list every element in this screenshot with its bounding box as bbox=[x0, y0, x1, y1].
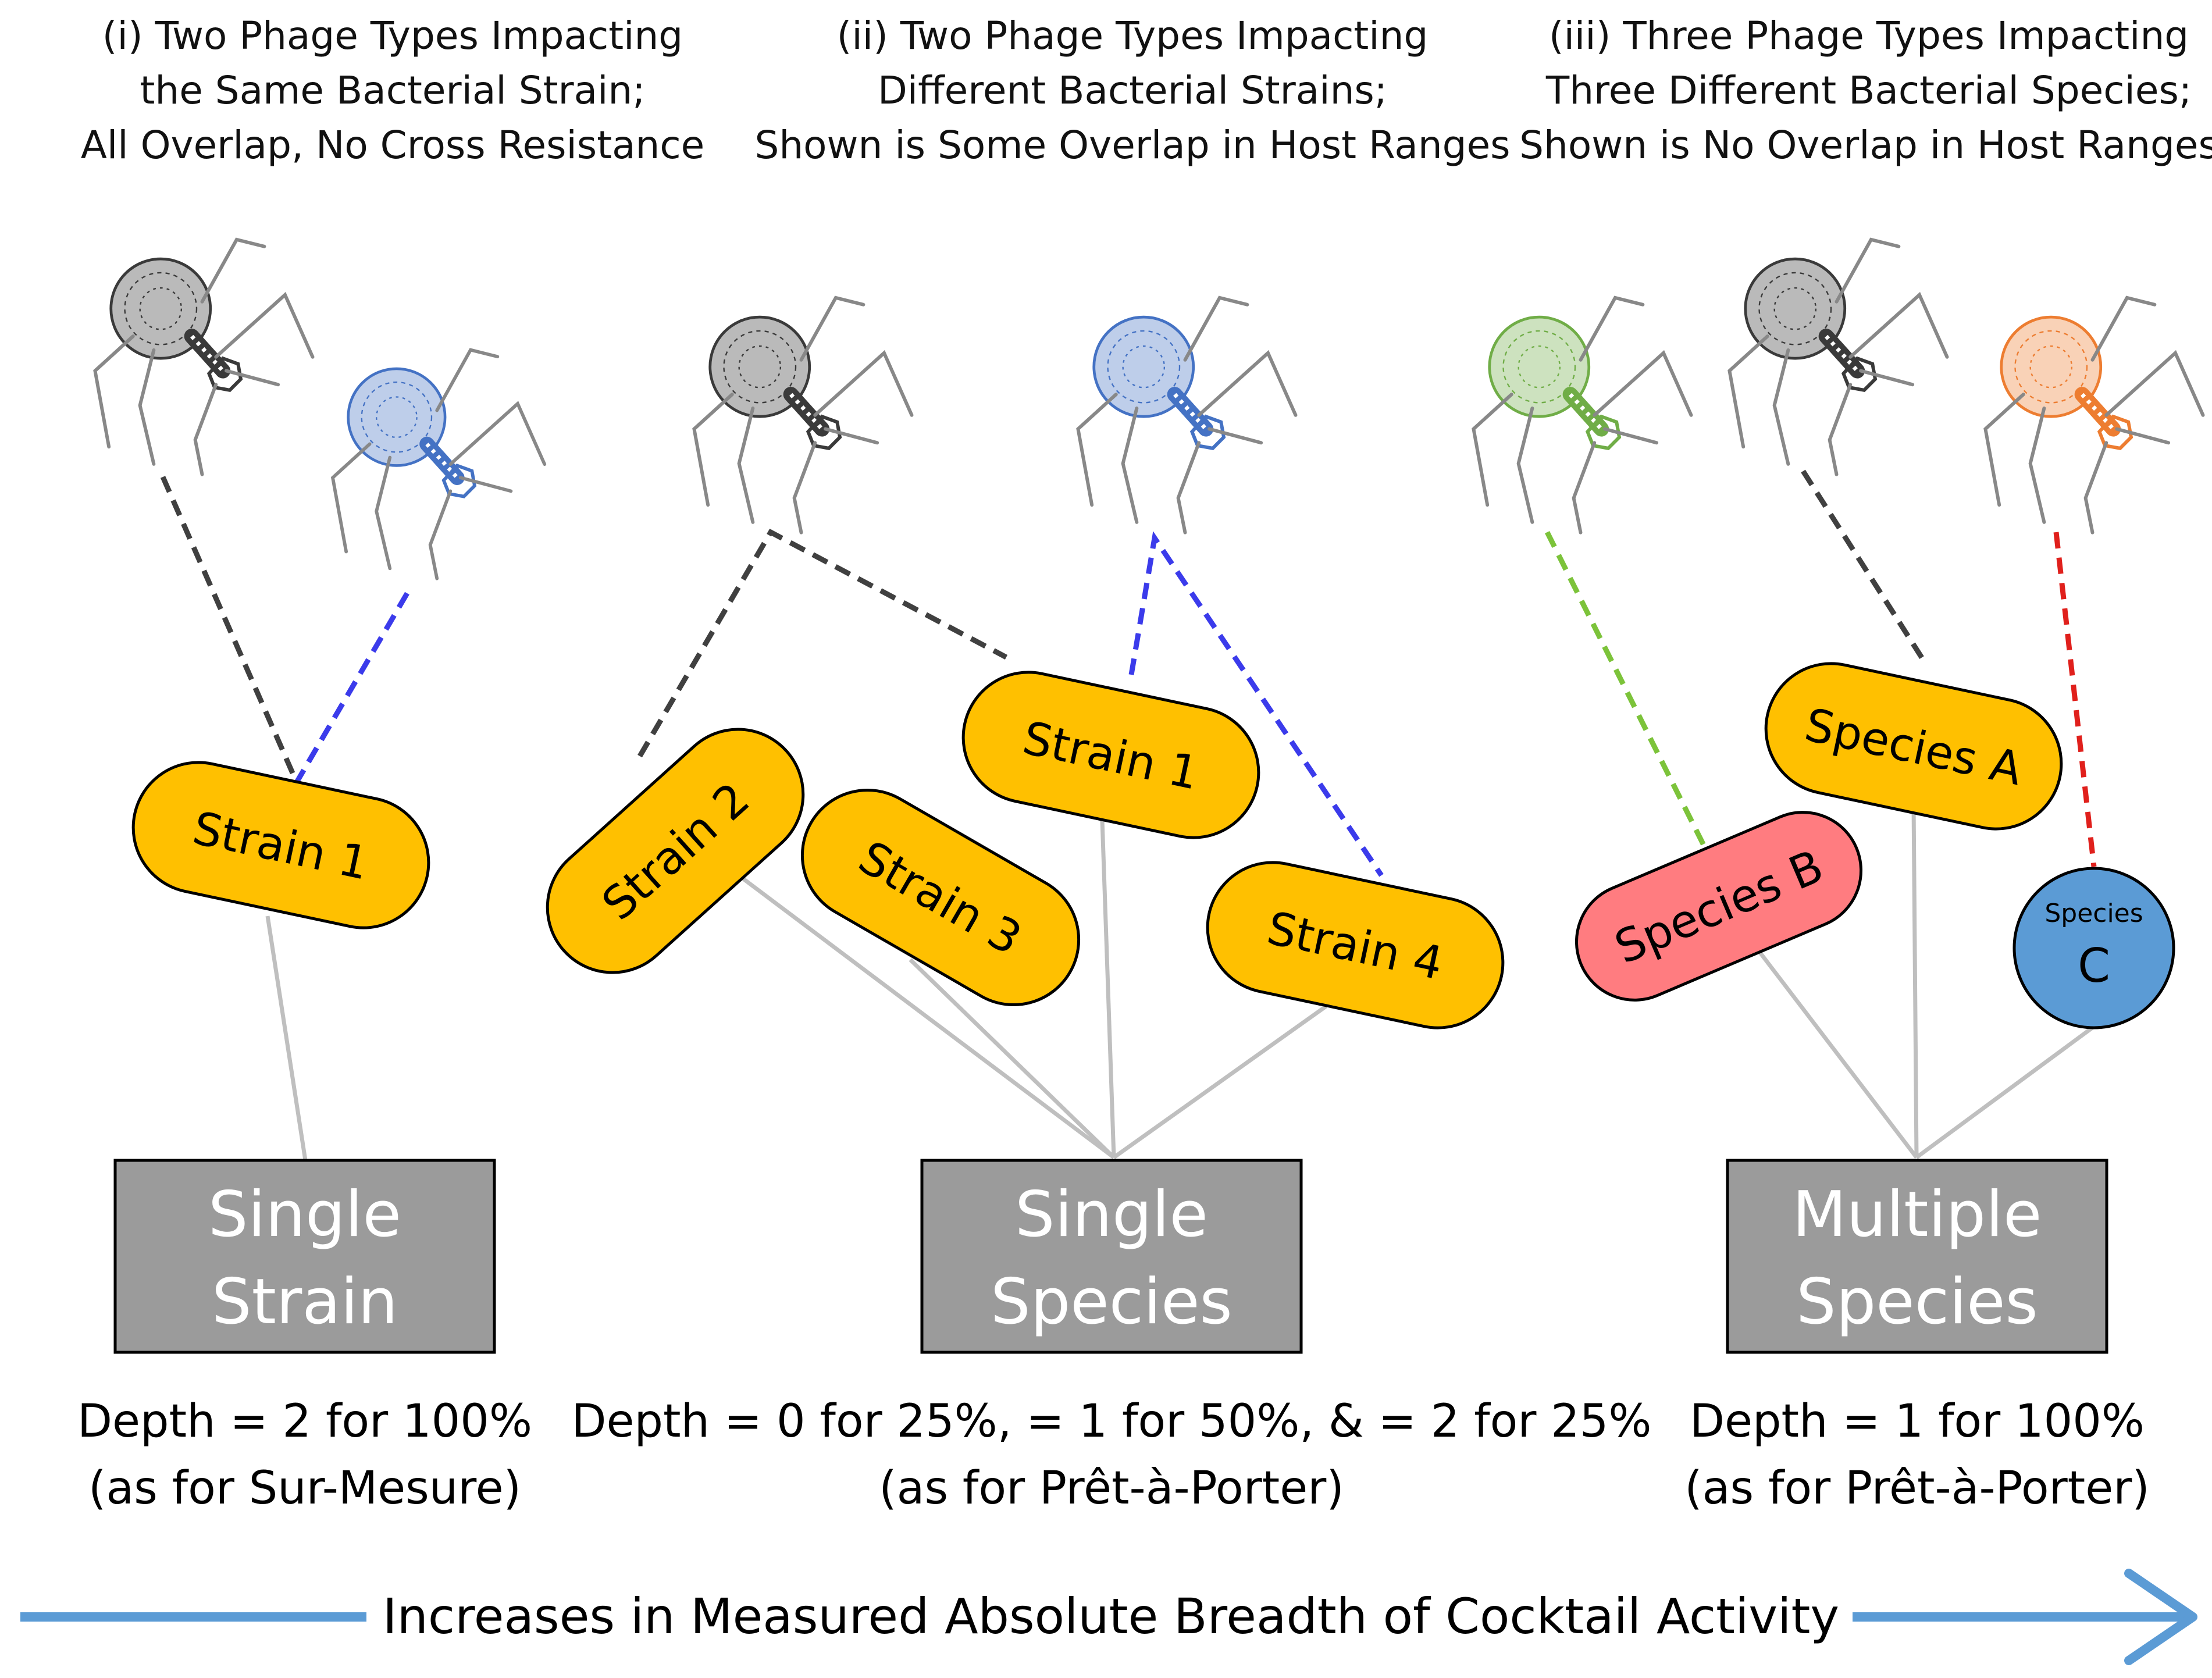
strain-pill-shape bbox=[1206, 861, 1505, 1029]
breadth-arrow: Increases in Measured Absolute Breadth o… bbox=[20, 1569, 2197, 1665]
multiple-species-box-line-1: Multiple bbox=[1793, 1178, 2042, 1251]
strain-pill: Strain 4 bbox=[1206, 861, 1505, 1029]
phage-icon bbox=[1473, 298, 1691, 533]
panel-3-depth-line-1: Depth = 1 for 100% bbox=[1690, 1395, 2145, 1448]
tree-line bbox=[1915, 1025, 2096, 1159]
tree-line bbox=[1755, 946, 1918, 1159]
single-species-box-line-2: Species bbox=[991, 1266, 1233, 1338]
species-c-circle: Species C bbox=[2012, 867, 2175, 1029]
panel-3-header: (iii) Three Phage Types Impacting Three … bbox=[1519, 13, 2212, 168]
arrow-head-icon bbox=[2124, 1569, 2197, 1665]
panel-2-header-line-3: Shown is Some Overlap in Host Ranges bbox=[754, 123, 1510, 168]
multiple-species-box: Multiple Species bbox=[1726, 1159, 2108, 1354]
phage-icon bbox=[95, 240, 312, 475]
host-line bbox=[294, 592, 409, 784]
panel-1-header: (i) Two Phage Types Impacting the Same B… bbox=[81, 13, 704, 168]
phage-icon bbox=[1078, 298, 1295, 533]
host-line bbox=[2053, 532, 2097, 867]
single-strain-box-shape bbox=[113, 1159, 496, 1354]
host-line bbox=[637, 528, 1008, 758]
strain-pill-shape bbox=[961, 671, 1260, 839]
single-strain-box-line-2: Strain bbox=[212, 1266, 398, 1338]
strain-pill: Strain 2 bbox=[546, 728, 805, 974]
species-c-large-label: C bbox=[2078, 939, 2110, 993]
host-line bbox=[1128, 531, 1384, 877]
tree-lines bbox=[265, 805, 2096, 1161]
host-line bbox=[160, 476, 300, 783]
panel-2-depth: Depth = 0 for 25%, = 1 for 50%, & = 2 fo… bbox=[571, 1395, 1651, 1515]
phage-icon bbox=[333, 350, 544, 579]
host-line bbox=[1544, 530, 1716, 865]
panel-3-depth: Depth = 1 for 100% (as for Prêt-à-Porter… bbox=[1684, 1395, 2150, 1515]
strain-pill-shape bbox=[131, 761, 430, 929]
single-species-box-shape bbox=[920, 1159, 1303, 1354]
tree-line bbox=[725, 865, 1116, 1159]
phage-icon bbox=[1985, 298, 2203, 533]
panel-1-header-line-2: the Same Bacterial Strain; bbox=[140, 68, 646, 113]
multiple-species-box-line-2: Species bbox=[1796, 1266, 2038, 1338]
panel-1-header-line-3: All Overlap, No Cross Resistance bbox=[81, 123, 704, 168]
strain-pill: Strain 1 bbox=[961, 671, 1260, 839]
single-species-box-line-1: Single bbox=[1015, 1178, 1208, 1251]
panel-3-header-line-1: (iii) Three Phage Types Impacting bbox=[1549, 13, 2189, 58]
host-line bbox=[1801, 469, 1928, 665]
panel-1-header-line-1: (i) Two Phage Types Impacting bbox=[102, 13, 683, 58]
tree-line bbox=[1112, 1004, 1328, 1159]
species-pill-shape bbox=[1575, 811, 1863, 1002]
panel-2-header: (ii) Two Phage Types Impacting Different… bbox=[754, 13, 1510, 168]
tree-line bbox=[1100, 820, 1116, 1158]
breadth-arrow-label: Increases in Measured Absolute Breadth o… bbox=[383, 1588, 1839, 1645]
tree-line bbox=[265, 915, 308, 1161]
tree-line bbox=[909, 958, 1116, 1159]
panel-2-header-line-2: Different Bacterial Strains; bbox=[878, 68, 1387, 113]
strain-pill-shape bbox=[546, 728, 805, 974]
species-pill: Species A bbox=[1764, 662, 2063, 831]
panel-3-header-line-2: Three Different Bacterial Species; bbox=[1545, 68, 2192, 113]
species-pill: Species B bbox=[1575, 811, 1863, 1002]
species-c-shape bbox=[2012, 867, 2175, 1029]
phage-icon bbox=[694, 298, 911, 533]
panel-3-header-line-3: Shown is No Overlap in Host Ranges bbox=[1519, 123, 2212, 168]
panel-2-depth-line-1: Depth = 0 for 25%, = 1 for 50%, & = 2 fo… bbox=[571, 1395, 1651, 1448]
single-strain-box-line-1: Single bbox=[208, 1178, 401, 1251]
panel-1-depth: Depth = 2 for 100% (as for Sur-Mesure) bbox=[77, 1395, 532, 1515]
species-pill-shape bbox=[1764, 662, 2063, 831]
panel-2-header-line-1: (ii) Two Phage Types Impacting bbox=[837, 13, 1429, 58]
single-strain-box: Single Strain bbox=[113, 1159, 496, 1354]
host-range-lines bbox=[160, 469, 2097, 877]
species-c-small-label: Species bbox=[2044, 899, 2143, 928]
phage-icon bbox=[1729, 240, 1947, 475]
panel-1-depth-line-1: Depth = 2 for 100% bbox=[77, 1395, 532, 1448]
strain-pill: Strain 1 bbox=[131, 761, 430, 929]
panel-2-depth-line-2: (as for Prêt-à-Porter) bbox=[879, 1462, 1344, 1515]
strain-pill-shape bbox=[800, 789, 1081, 1006]
panel-1-depth-line-2: (as for Sur-Mesure) bbox=[88, 1462, 521, 1515]
tree-line bbox=[1911, 805, 1919, 1158]
panel-3-depth-line-2: (as for Prêt-à-Porter) bbox=[1684, 1462, 2150, 1515]
single-species-box: Single Species bbox=[920, 1159, 1303, 1354]
multiple-species-box-shape bbox=[1726, 1159, 2108, 1354]
